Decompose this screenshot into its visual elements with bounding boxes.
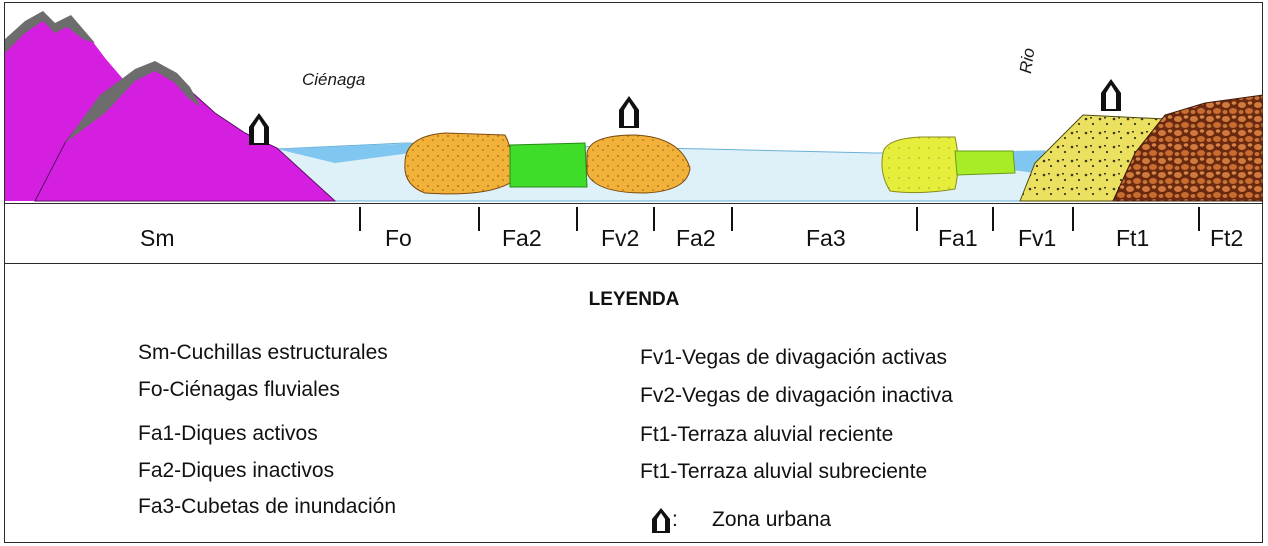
legend-item-urban: Zona urbana xyxy=(712,508,832,531)
unit-label-fv1: Fv1 xyxy=(1018,225,1057,251)
urban-legend-icon xyxy=(652,508,670,533)
levee-fa1-yellow xyxy=(881,136,959,194)
legend-item-fa1: Fa1-Diques activos xyxy=(138,422,318,445)
terrace-ft1-ft2 xyxy=(1112,94,1263,202)
unit-label-ft1: Ft1 xyxy=(1116,225,1150,251)
unit-divider xyxy=(653,207,655,231)
levee-fa2-left xyxy=(509,142,588,188)
unit-label-fa2: Fa2 xyxy=(502,225,542,251)
unit-divider xyxy=(359,207,361,231)
unit-divider xyxy=(478,207,480,231)
unit-label-fv2: Fv2 xyxy=(601,225,640,251)
unit-label-fa3: Fa3 xyxy=(806,225,846,251)
water-surface xyxy=(277,143,425,163)
unit-divider xyxy=(1072,207,1074,231)
legend-item-fv2: Fv2-Vegas de divagación inactiva xyxy=(640,384,953,407)
levee-fa1-lime xyxy=(954,150,1016,176)
urban-legend-colon: : xyxy=(672,508,678,531)
legend-item-fa3: Fa3-Cubetas de inundación xyxy=(138,495,397,518)
unit-divider xyxy=(992,207,994,231)
legend-item-ft1: Ft1-Terraza aluvial reciente xyxy=(640,423,894,446)
unit-label-fa1: Fa1 xyxy=(938,225,978,251)
unit-label-ft2: Ft2 xyxy=(1210,225,1244,251)
levee-fo xyxy=(404,132,513,195)
geomorphological-profile xyxy=(5,11,1263,202)
unit-label-fa2: Fa2 xyxy=(676,225,716,251)
unit-divider xyxy=(1198,207,1200,231)
legend-item-sm: Sm-Cuchillas estructurales xyxy=(138,341,388,364)
unit-divider xyxy=(576,207,578,231)
urban-icon xyxy=(249,113,269,145)
cienaga-label: Ciénaga xyxy=(302,70,366,89)
unit-divider xyxy=(916,207,918,231)
mountain-ridge-front xyxy=(65,61,201,143)
mountain-ridge-back xyxy=(5,11,95,53)
urban-icon xyxy=(1101,79,1121,111)
legend-title: LEYENDA xyxy=(588,289,680,310)
rio-label: Rio xyxy=(1016,46,1039,75)
unit-divider xyxy=(731,207,733,231)
legend-item-fo: Fo-Ciénagas fluviales xyxy=(138,378,340,401)
legend-item-fv1: Fv1-Vegas de divagación activas xyxy=(640,346,948,369)
units-row: Sm Fo Fa2 Fv2 Fa2 Fa3 Fa1 Fv1 Ft1 Ft2 xyxy=(4,203,1263,264)
unit-label-sm: Sm xyxy=(140,225,175,251)
legend-item-ft1-sub: Ft1-Terraza aluvial subreciente xyxy=(640,460,928,483)
legend-item-fa2: Fa2-Diques inactivos xyxy=(138,459,335,482)
unit-label-fo: Fo xyxy=(385,225,412,251)
urban-icon xyxy=(619,96,639,128)
levee-fv2 xyxy=(586,134,691,194)
diagram-frame xyxy=(4,2,1263,543)
